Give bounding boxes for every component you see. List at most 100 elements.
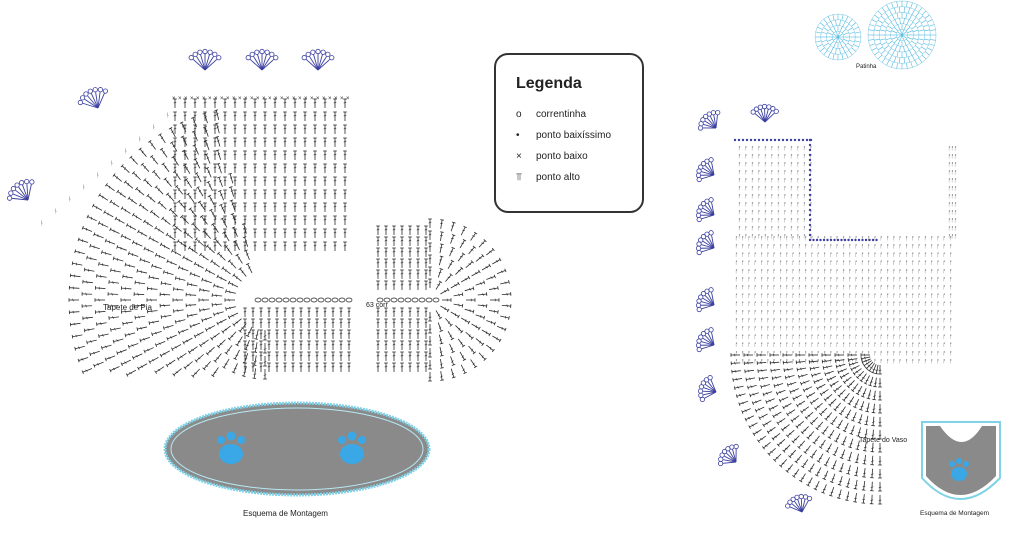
svg-text:ᚩ: ᚩ <box>867 252 870 258</box>
svg-text:ᚩ: ᚩ <box>918 277 921 283</box>
svg-text:ᚩ: ᚩ <box>836 326 839 332</box>
svg-text:ᚩ: ᚩ <box>777 218 780 224</box>
svg-text:ᚩ: ᚩ <box>911 310 914 316</box>
svg-text:ᚩ: ᚩ <box>798 252 801 258</box>
svg-text:ᚩ: ᚩ <box>848 302 851 308</box>
mat-left <box>163 401 431 497</box>
svg-text:ᚩ: ᚩ <box>937 359 940 365</box>
svg-text:ᚩ: ᚩ <box>943 334 946 340</box>
svg-text:ᚩ: ᚩ <box>943 302 946 308</box>
svg-text:ᚩ: ᚩ <box>949 261 952 267</box>
svg-text:ᚩ: ᚩ <box>735 293 738 299</box>
svg-text:ᚩ: ᚩ <box>779 343 782 349</box>
svg-text:ᚩ: ᚩ <box>784 146 787 152</box>
svg-text:ᚩ: ᚩ <box>937 269 940 275</box>
svg-text:ᚩ: ᚩ <box>930 244 933 250</box>
svg-text:ᚩ: ᚩ <box>735 261 738 267</box>
svg-text:ᚩ: ᚩ <box>764 210 767 216</box>
svg-text:×: × <box>226 96 230 102</box>
svg-text:ᚩ: ᚩ <box>899 351 902 357</box>
svg-text:ᚩ: ᚩ <box>918 310 921 316</box>
svg-text:ᚩ: ᚩ <box>748 351 751 357</box>
svg-text:ᚾ: ᚾ <box>54 208 58 215</box>
svg-text:ᚩ: ᚩ <box>823 302 826 308</box>
svg-text:ᚩ: ᚩ <box>741 261 744 267</box>
svg-text:ᚾ: ᚾ <box>110 160 114 167</box>
svg-text:ᚩ: ᚩ <box>918 351 921 357</box>
svg-text:ᚩ: ᚩ <box>798 277 801 283</box>
svg-text:ᚩ: ᚩ <box>867 269 870 275</box>
svg-text:ᚩ: ᚩ <box>842 261 845 267</box>
svg-text:ᚩ: ᚩ <box>785 252 788 258</box>
svg-text:ᚩ: ᚩ <box>949 244 952 250</box>
svg-text:×: × <box>334 96 338 102</box>
svg-text:ᚩᚩᚩ: ᚩᚩᚩ <box>948 162 957 168</box>
svg-text:ᚩ: ᚩ <box>911 293 914 299</box>
svg-text:ᚩ: ᚩ <box>874 285 877 291</box>
svg-text:ᚩ: ᚩ <box>804 261 807 267</box>
svg-text:ᚩ: ᚩ <box>754 326 757 332</box>
svg-text:ᚩ: ᚩ <box>880 236 883 242</box>
svg-text:ᚩ: ᚩ <box>830 277 833 283</box>
svg-text:ᚩ: ᚩ <box>842 326 845 332</box>
svg-text:ᚩ: ᚩ <box>836 302 839 308</box>
svg-text:ᚩ: ᚩ <box>797 194 800 200</box>
svg-text:ᚩ: ᚩ <box>886 334 889 340</box>
svg-text:ᚩ: ᚩ <box>930 326 933 332</box>
svg-text:ᚩ: ᚩ <box>830 343 833 349</box>
svg-text:ᚩ: ᚩ <box>836 244 839 250</box>
svg-text:×: × <box>310 96 314 102</box>
svg-text:ᚩ: ᚩ <box>748 343 751 349</box>
svg-text:ᚩ: ᚩ <box>874 343 877 349</box>
svg-text:ᚩ: ᚩ <box>741 252 744 258</box>
svg-text:ᚩ: ᚩ <box>773 359 776 365</box>
svg-text:ᚩ: ᚩ <box>893 326 896 332</box>
svg-text:ᚩ: ᚩ <box>790 146 793 152</box>
svg-text:ᚩ: ᚩ <box>758 170 761 176</box>
svg-text:ᚩ: ᚩ <box>911 318 914 324</box>
svg-text:ᚩ: ᚩ <box>760 293 763 299</box>
svg-text:ᚩ: ᚩ <box>817 310 820 316</box>
svg-text:ᚩ: ᚩ <box>893 359 896 365</box>
svg-text:ᚩ: ᚩ <box>943 261 946 267</box>
svg-text:ᚩ: ᚩ <box>748 318 751 324</box>
svg-text:ᚩ: ᚩ <box>773 244 776 250</box>
svg-text:ᚩ: ᚩ <box>797 146 800 152</box>
svg-text:ᚩ: ᚩ <box>773 318 776 324</box>
svg-text:ᚩᚩᚩ: ᚩᚩᚩ <box>948 226 957 232</box>
svg-text:ᚩ: ᚩ <box>905 359 908 365</box>
svg-text:ᚩ: ᚩ <box>893 318 896 324</box>
svg-text:ᚩ: ᚩ <box>861 326 864 332</box>
svg-text:ᚩ: ᚩ <box>804 318 807 324</box>
svg-text:ᚩ: ᚩ <box>842 302 845 308</box>
svg-text:ᚩ: ᚩ <box>760 326 763 332</box>
svg-text:ᚩ: ᚩ <box>861 318 864 324</box>
svg-text:ᚩᚩᚩ: ᚩᚩᚩ <box>948 202 957 208</box>
svg-text:ᚩ: ᚩ <box>943 285 946 291</box>
svg-text:ᚩ: ᚩ <box>830 252 833 258</box>
svg-text:ᚩ: ᚩ <box>748 326 751 332</box>
svg-text:ᚩ: ᚩ <box>924 236 927 242</box>
svg-text:ᚩ: ᚩ <box>767 277 770 283</box>
svg-text:×: × <box>184 96 188 102</box>
svg-text:ᚩ: ᚩ <box>949 236 952 242</box>
svg-text:ᚩ: ᚩ <box>741 244 744 250</box>
svg-text:ᚩ: ᚩ <box>861 302 864 308</box>
svg-text:ᚩ: ᚩ <box>811 252 814 258</box>
svg-text:×: × <box>304 96 308 102</box>
svg-text:ᚩ: ᚩ <box>771 210 774 216</box>
svg-text:ᚩ: ᚩ <box>874 236 877 242</box>
svg-text:ᚩ: ᚩ <box>779 351 782 357</box>
svg-text:ᚩ: ᚩ <box>803 170 806 176</box>
svg-text:ᚩ: ᚩ <box>741 285 744 291</box>
svg-text:ᚩ: ᚩ <box>790 170 793 176</box>
svg-text:×: × <box>250 96 254 102</box>
svg-text:ᚩ: ᚩ <box>785 269 788 275</box>
tapete-vaso-label: Tapete do Vaso <box>859 437 908 444</box>
slip-stitch-icon: • <box>516 130 520 141</box>
svg-text:ᚩ: ᚩ <box>823 351 826 357</box>
svg-text:ᚩ: ᚩ <box>754 359 757 365</box>
svg-text:ᚩ: ᚩ <box>823 310 826 316</box>
svg-text:ᚩ: ᚩ <box>751 234 754 240</box>
svg-text:ᚩ: ᚩ <box>792 351 795 357</box>
